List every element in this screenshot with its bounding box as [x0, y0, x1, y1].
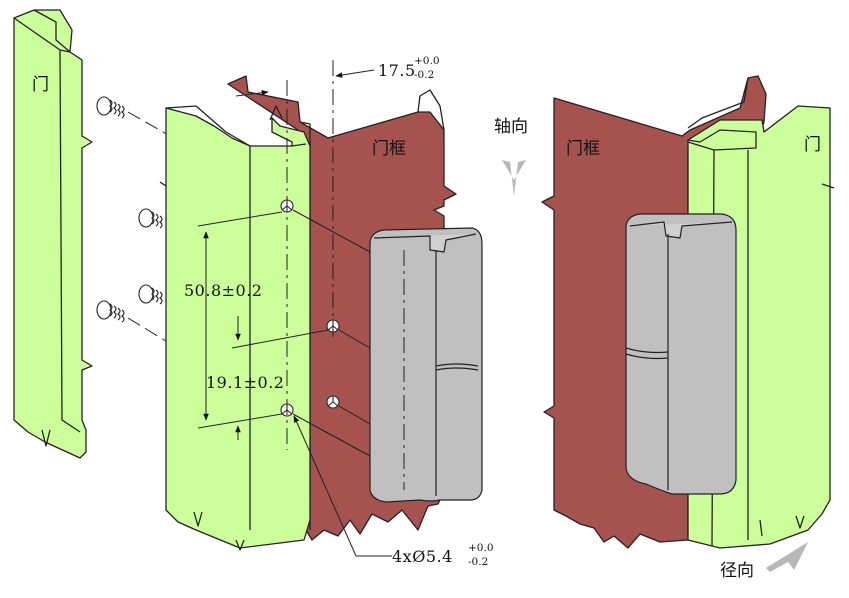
dim-holes-tol-upper: +0.0 [468, 542, 494, 554]
door-left-part [13, 9, 93, 459]
dim-offset-tol-upper: +0.0 [414, 55, 440, 67]
screw-4 [96, 300, 125, 323]
screw-1 [96, 96, 125, 119]
axial-arrow-icon [502, 160, 526, 196]
label-axial: 轴向 [494, 117, 528, 137]
hinge-center [369, 227, 483, 503]
hinge-right [625, 213, 737, 495]
screw-3 [138, 284, 163, 305]
dim-offset-tol-lower: -0.2 [414, 69, 434, 81]
screw-2 [138, 208, 163, 229]
label-frame-left: 门框 [372, 139, 406, 159]
dim-spacing-2: 19.1±0.2 [206, 373, 284, 392]
dim-spacing-1: 50.8±0.2 [184, 281, 262, 300]
dim-holes: 4xØ5.4 [392, 547, 453, 566]
label-radial: 径向 [720, 561, 754, 581]
mounting-hole-3 [326, 395, 340, 409]
dim-holes-tol-lower: -0.2 [468, 556, 488, 568]
center-lines [286, 60, 405, 490]
dim-offset: 17.5 [378, 61, 416, 80]
dimension-lines [197, 69, 392, 557]
label-door-right: 门 [804, 135, 821, 155]
label-door-left: 门 [32, 75, 49, 95]
radial-arrow-icon [766, 542, 808, 572]
label-frame-right: 门框 [566, 139, 600, 159]
